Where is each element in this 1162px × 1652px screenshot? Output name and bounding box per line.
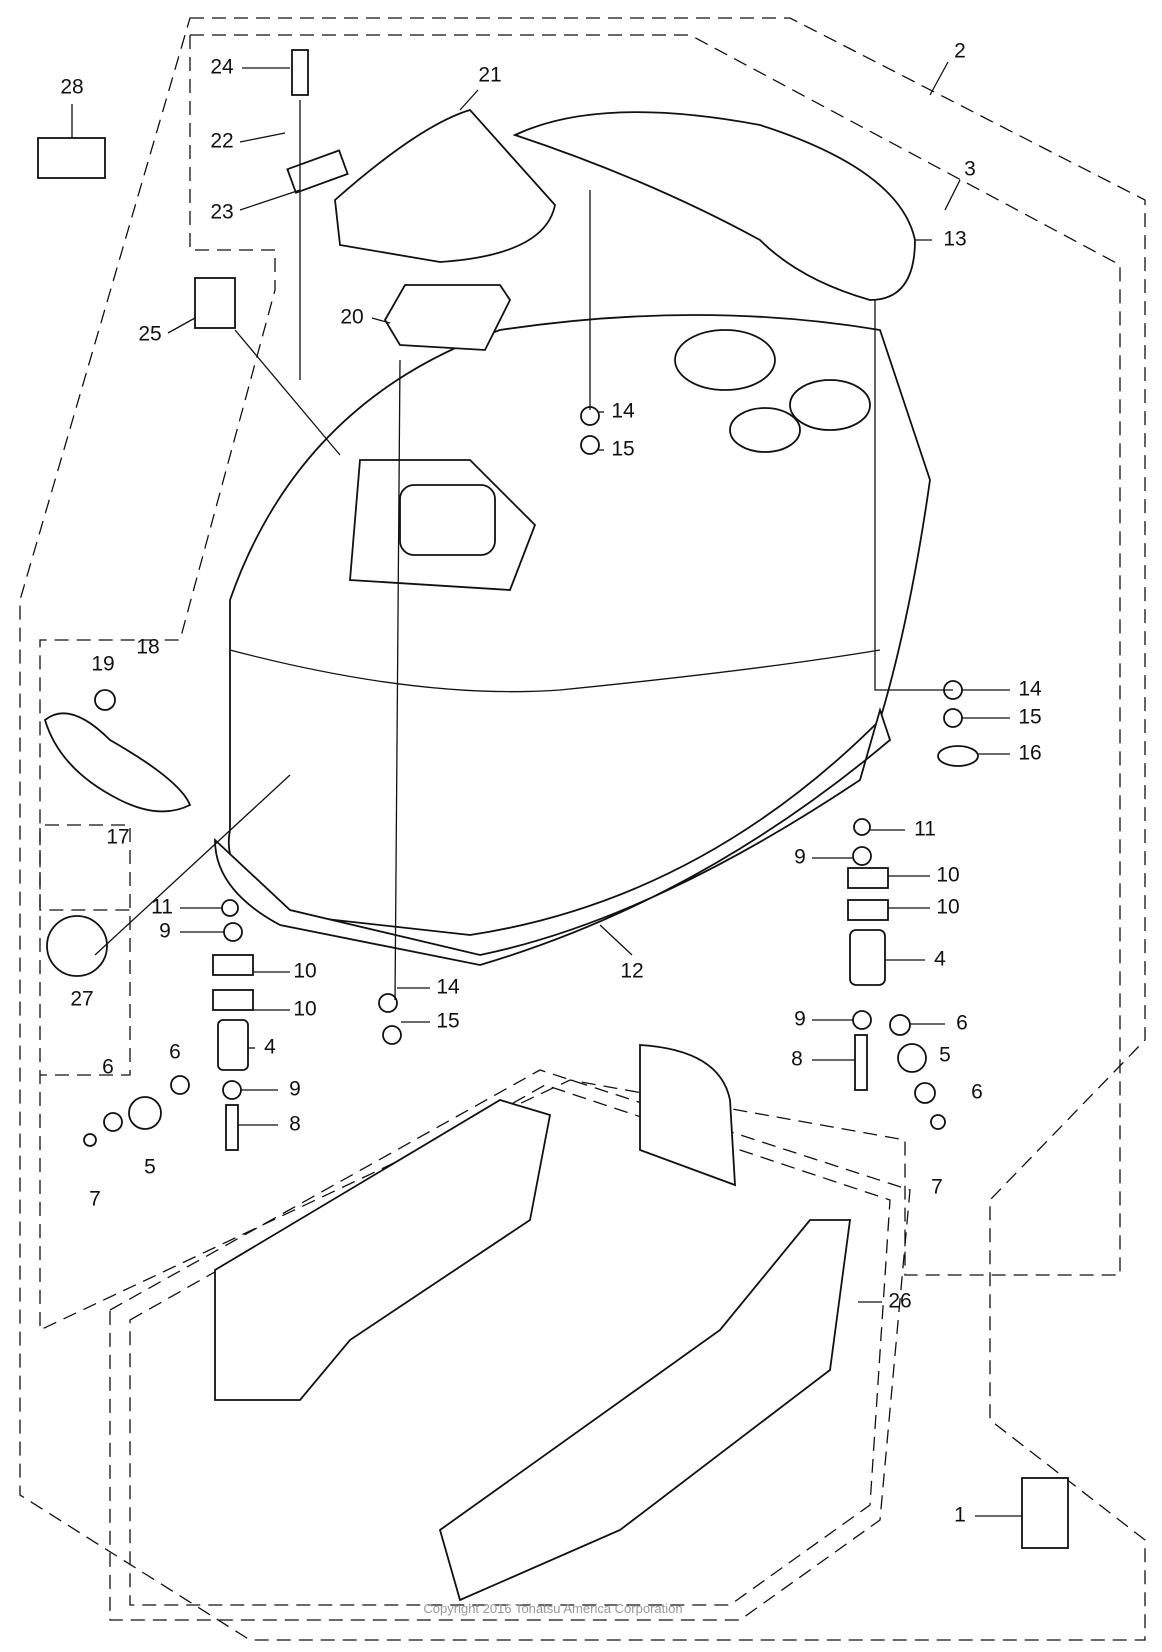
callout-10: 10 <box>936 896 959 919</box>
callout-15: 15 <box>611 438 634 461</box>
callout-10: 10 <box>293 960 316 983</box>
group-boundary-26 <box>109 1069 911 1621</box>
cover-crease <box>229 649 881 693</box>
callout-4: 4 <box>934 948 946 971</box>
callout-7: 7 <box>89 1188 101 1211</box>
callout-7: 7 <box>931 1176 943 1199</box>
emblem-27 <box>46 915 108 977</box>
callout-14: 14 <box>611 400 635 423</box>
cover-port <box>674 329 776 391</box>
cover-port <box>789 379 871 431</box>
callout-24: 24 <box>210 56 234 79</box>
label-25 <box>194 277 236 329</box>
cover-seal-12 <box>214 706 892 966</box>
callout-6: 6 <box>169 1041 181 1064</box>
callout-4: 4 <box>264 1036 276 1059</box>
callout-28: 28 <box>60 76 83 99</box>
callout-9: 9 <box>794 846 806 869</box>
callout-16: 16 <box>1018 742 1041 765</box>
callout-26: 26 <box>888 1290 911 1313</box>
callout-1: 1 <box>954 1504 966 1527</box>
callout-5: 5 <box>144 1156 156 1179</box>
callout-27: 27 <box>70 988 93 1011</box>
callout-6: 6 <box>102 1056 114 1079</box>
leader-lines <box>71 61 1022 1517</box>
cover-port <box>729 407 801 453</box>
callout-5: 5 <box>939 1044 951 1067</box>
callout-23: 23 <box>210 201 233 224</box>
callout-17: 17 <box>106 826 129 849</box>
seal-20 <box>383 284 512 351</box>
callout-8: 8 <box>289 1113 301 1136</box>
group-boundary-inner <box>39 35 276 911</box>
callout-2: 2 <box>954 40 966 63</box>
callout-6: 6 <box>956 1012 968 1035</box>
label-28 <box>37 137 106 179</box>
top-cover-13 <box>512 111 916 301</box>
callout-19: 19 <box>91 653 114 676</box>
group-boundary-3 <box>39 34 1121 1332</box>
group-boundary-26-inner <box>129 1084 891 1606</box>
callout-3: 3 <box>964 158 976 181</box>
handle-17 <box>43 712 192 813</box>
plug-16 <box>937 745 979 767</box>
liner-26 <box>214 1099 552 1401</box>
callout-11: 11 <box>914 818 936 841</box>
hardware-left <box>83 406 600 1151</box>
callout-9: 9 <box>794 1008 806 1031</box>
callout-20: 20 <box>340 306 363 329</box>
callout-15: 15 <box>1018 706 1041 729</box>
label-1 <box>1021 1477 1069 1549</box>
callout-9: 9 <box>289 1078 301 1101</box>
callout-13: 13 <box>943 228 966 251</box>
callout-9: 9 <box>159 920 171 943</box>
callout-10: 10 <box>936 864 959 887</box>
liner-26 <box>438 1219 852 1602</box>
callout-11: 11 <box>151 896 173 919</box>
callout-14: 14 <box>436 976 460 999</box>
cover-21 <box>334 108 556 263</box>
callout-22: 22 <box>210 130 233 153</box>
bolt-24 <box>291 49 309 96</box>
liner-26 <box>639 1044 736 1187</box>
washer-19 <box>94 689 116 711</box>
callout-12: 12 <box>620 960 643 983</box>
callout-25: 25 <box>138 323 161 346</box>
callout-21: 21 <box>478 64 501 87</box>
callout-10: 10 <box>293 998 316 1021</box>
latch-plate-23 <box>286 149 349 194</box>
callout-6: 6 <box>971 1081 983 1104</box>
callout-8: 8 <box>791 1048 803 1071</box>
copyright-text: Copyright 2016 Tohatsu America Corporati… <box>423 1601 682 1616</box>
intake-inner <box>399 484 496 556</box>
callout-18: 18 <box>136 636 159 659</box>
callout-15: 15 <box>436 1010 459 1033</box>
callout-14: 14 <box>1018 678 1042 701</box>
